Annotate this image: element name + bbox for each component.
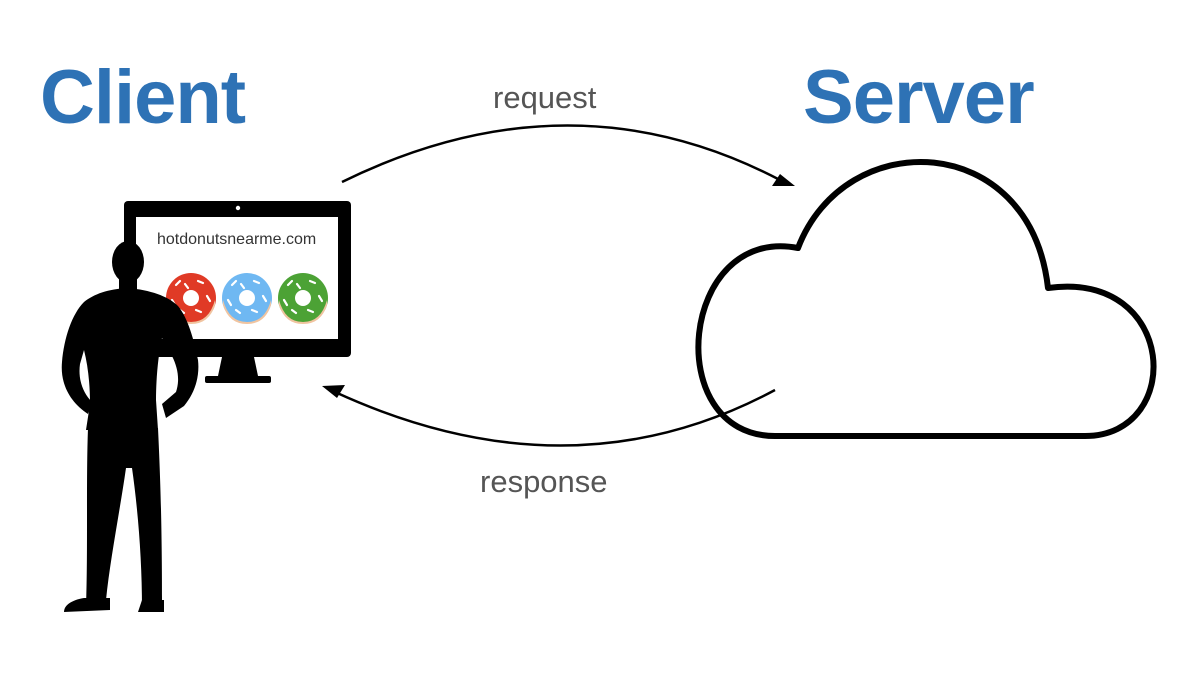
person-silhouette-icon [61, 241, 199, 612]
response-label: response [480, 464, 608, 499]
website-url: hotdonutsnearme.com [157, 231, 316, 248]
arrowhead-icon [322, 385, 345, 398]
request-label: request [493, 80, 597, 115]
donut-icon [222, 273, 272, 324]
server-title: Server [803, 55, 1035, 140]
request-arrow [341, 124, 795, 186]
response-arrow [322, 385, 776, 447]
donut-icon [278, 273, 328, 324]
client-title: Client [40, 55, 246, 140]
arrowhead-icon [772, 174, 795, 186]
cloud-icon [695, 158, 1157, 439]
